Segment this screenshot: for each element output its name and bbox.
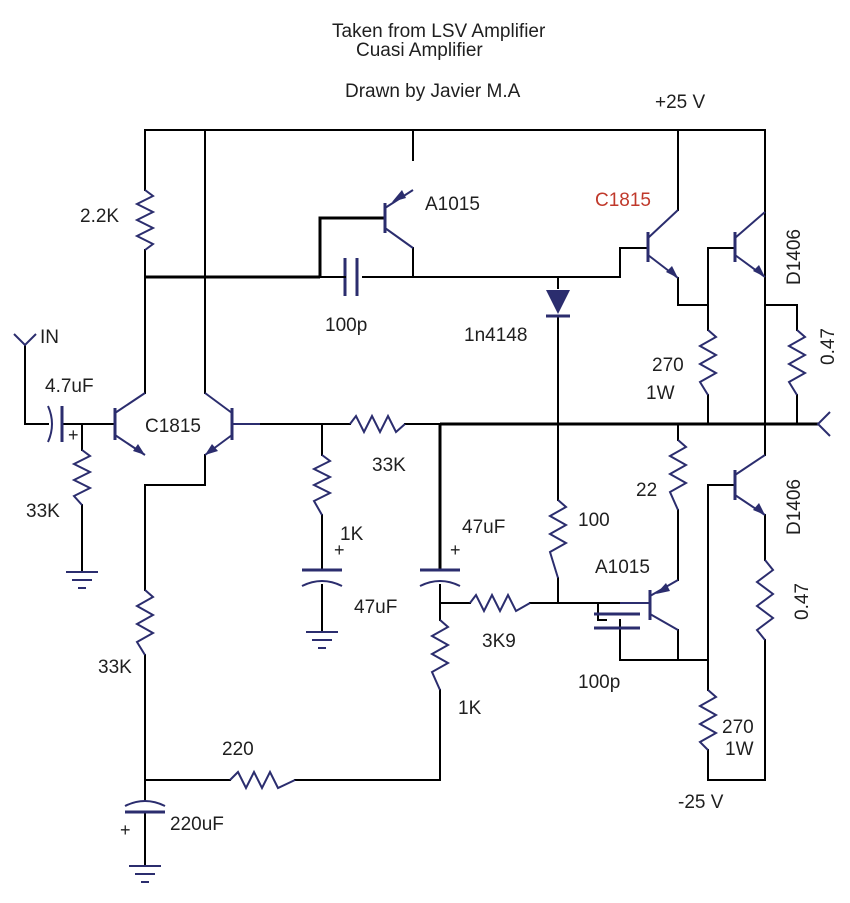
label-r-22: 22 <box>636 480 657 501</box>
label-c-in: 4.7uF <box>45 376 94 397</box>
label-q-diff-left: C1815 <box>145 416 201 437</box>
label-r-2k2: 2.2K <box>80 206 119 227</box>
label-input: IN <box>40 327 59 348</box>
supply-negative-label: -25 V <box>678 792 724 813</box>
ground-220u <box>129 865 161 883</box>
input-terminal <box>13 333 37 347</box>
label-r-270-top-power: 1W <box>646 383 675 404</box>
label-q-out-bottom: D1406 <box>784 479 805 535</box>
transistor-diff-left-c1815 <box>113 392 146 456</box>
svg-text:+: + <box>68 425 79 445</box>
label-r-emitter-top: 0.47 <box>818 328 839 365</box>
transistor-output-top-d1406 <box>733 211 766 278</box>
resistor-270-top <box>697 329 719 396</box>
title-line-1: Taken from LSV Amplifier <box>332 21 546 42</box>
label-c-bootstrap: 47uF <box>462 517 505 538</box>
resistor-33k-tail <box>134 589 156 656</box>
label-q-driver-top: C1815 <box>595 190 651 211</box>
transistor-output-bottom-d1406 <box>733 454 766 516</box>
resistor-33k-input <box>71 449 93 506</box>
label-c-lower: 100p <box>578 672 620 693</box>
capacitor-bootstrap-47u: + <box>419 540 461 587</box>
resistor-2k2 <box>134 189 156 251</box>
svg-text:+: + <box>450 540 461 560</box>
resistor-047-top <box>786 329 808 396</box>
ground-input <box>66 571 98 589</box>
label-r-33k-input: 33K <box>26 501 60 522</box>
svg-text:+: + <box>120 820 131 840</box>
transistor-driver-bottom-a1015 <box>620 579 679 631</box>
credit-text: Drawn by Javier M.A <box>345 81 521 102</box>
resistor-047-bottom <box>755 559 775 641</box>
wiring <box>24 129 818 866</box>
label-r-tail: 33K <box>98 657 132 678</box>
resistor-1k-feedback <box>311 454 333 516</box>
supply-positive-label: +25 V <box>655 92 706 113</box>
resistor-100 <box>547 499 569 579</box>
label-diode: 1n4148 <box>464 325 527 346</box>
label-q-out-top: D1406 <box>784 229 805 285</box>
label-r-emitter-bottom: 0.47 <box>792 583 813 620</box>
capacitor-miller-100p <box>319 258 359 296</box>
resistor-22 <box>667 439 689 511</box>
resistor-220 <box>229 769 296 791</box>
resistor-270-bottom <box>697 689 719 751</box>
label-r-100: 100 <box>578 510 610 531</box>
label-c-220: 220uF <box>170 814 224 835</box>
capacitor-220u: + <box>120 800 166 840</box>
svg-text:+: + <box>334 540 345 560</box>
label-r-33k-feedback: 33K <box>372 455 406 476</box>
capacitor-lower-100p <box>594 612 640 630</box>
resistor-33k-feedback <box>349 413 406 435</box>
label-r-270-top: 270 <box>652 355 684 376</box>
resistor-1k-lower <box>429 619 451 691</box>
label-r-1k-feedback: 1K <box>340 524 364 545</box>
transistor-driver-top-c1815 <box>646 209 679 279</box>
ground-feedback <box>306 631 338 649</box>
label-r-270-bottom-power: 1W <box>725 739 754 760</box>
label-r-270-bottom: 270 <box>722 717 754 738</box>
label-q-driver-bottom: A1015 <box>595 557 650 578</box>
capacitor-feedback-47u: + <box>301 540 345 587</box>
label-r-3k9: 3K9 <box>482 631 516 652</box>
label-r-220: 220 <box>222 739 254 760</box>
transistor-vas-a1015 <box>383 189 414 249</box>
label-c-miller: 100p <box>325 315 367 336</box>
label-q-vas: A1015 <box>425 194 480 215</box>
diode-1n4148 <box>546 290 570 318</box>
title-line-2: Cuasi Amplifier <box>356 40 483 61</box>
output-terminal <box>816 411 831 437</box>
label-c-feedback: 47uF <box>354 597 397 618</box>
capacitor-input-4u7: + <box>47 405 79 445</box>
transistor-diff-right <box>204 392 260 456</box>
resistor-3k9 <box>469 592 531 614</box>
label-r-1k-lower: 1K <box>458 698 482 719</box>
